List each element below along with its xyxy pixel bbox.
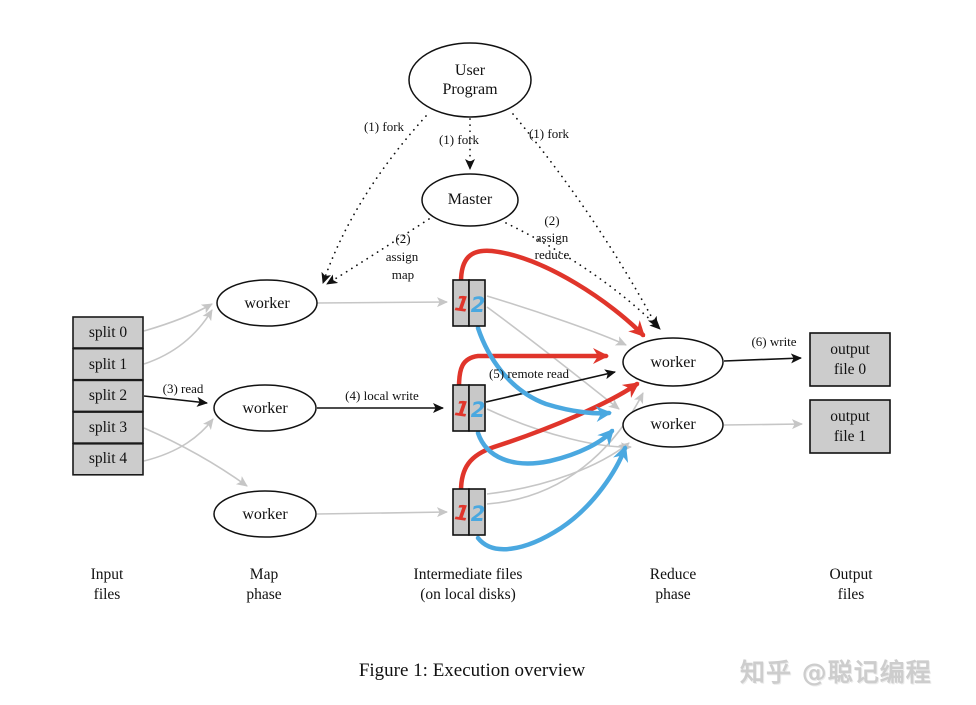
phase-output-line2: files [837,586,865,603]
blue-partition2-arrows [475,325,629,552]
phase-output-line1: Output [829,566,873,583]
output1-label-line2: file 1 [833,428,867,445]
split4-label: split 4 [88,450,128,467]
split0-box [72,316,144,349]
assign-reduce-label-line3: reduce [534,247,570,262]
red-arrow-ifile1-to-reduce1 [458,248,646,338]
arrow-write [723,353,802,364]
ifile3-cell2 [468,488,486,536]
dotted-control-arrows [321,113,661,330]
read-label: (3) read [162,381,204,396]
red-arrow-ifile2-to-reduce1 [456,348,609,390]
map-worker3-label: worker [242,506,288,523]
ifile1-mark1: 1 [453,291,471,317]
ifile1-cell2 [468,279,486,327]
arrow-ifile1-to-reduce1 [486,295,627,346]
arrow-split0-to-worker1 [143,303,213,332]
arrow-reduce2-to-output1 [723,419,803,430]
output-file-boxes [809,332,891,454]
assign-map-label-line3: map [391,267,415,282]
ifile2-mark1: 1 [453,396,471,422]
phase-input-line2: files [93,586,121,603]
split1-label: split 1 [88,355,128,373]
split2-box [72,379,144,413]
ifile2-cell2 [468,384,486,432]
blue-arrow-ifile2-to-reduce2 [475,428,615,466]
phase-reduce-line2: phase [655,586,691,603]
arrow-worker3-to-ifile3 [316,507,448,518]
arrow-remote-read [485,369,616,403]
phase-map-line2: phase [246,586,282,603]
user-program-label-line1: User [454,62,486,79]
blue-arrow-ifile3-to-reduce2 [475,445,629,552]
reduce-worker2-node [622,402,724,448]
watermark: 知乎 @聪记编程 [740,658,932,687]
process-nodes [213,42,724,538]
arrow-split3-to-worker3 [143,427,248,487]
split3-box [72,411,144,444]
split0-label: split 0 [88,324,128,341]
ifile1-mark2: 2 [471,293,486,317]
remote-read-label: (5) remote read [488,366,570,381]
fork-left-label: (1) fork [363,119,405,134]
output-file1-box [809,399,891,454]
local-write-label: (4) local write [345,388,419,403]
reduce-worker1-node [622,337,724,387]
assign-map-label-line1: (2) [395,231,411,246]
black-step-arrows [143,353,802,413]
arrow-split1-to-worker1 [143,309,213,365]
user-program-node [408,42,532,118]
output0-label-line1: output [830,341,870,358]
input-split-stack [72,316,144,476]
output1-label-line1: output [830,408,870,425]
partition-marks: 1 2 1 2 1 2 [453,291,485,526]
intermediate-file-boxes [452,279,486,536]
map-worker2-node [213,384,317,432]
reduce-worker1-label: worker [650,354,696,371]
red-partition1-arrows [456,248,646,494]
figure-caption: Figure 1: Execution overview [358,660,586,681]
arrow-ifile3-to-reduce2 [486,442,630,495]
output0-label-line2: file 0 [833,361,867,378]
split3-label: split 3 [88,418,128,436]
map-worker2-label: worker [242,400,288,417]
assign-reduce-label-line2: assign [535,230,569,245]
split2-label: split 2 [88,387,128,404]
phase-map-line1: Map [249,566,279,583]
blue-arrow-ifile1-to-reduce2 [475,325,612,423]
ifile3-mark1: 1 [453,500,471,526]
arrow-split4-to-worker2 [143,418,214,462]
master-label: Master [447,191,493,208]
master-node [421,173,519,227]
arrow-worker1-to-ifile1 [316,297,448,308]
output-file0-box [809,332,891,387]
map-worker1-node [216,279,318,327]
ifile2-mark2: 2 [471,398,486,422]
arrow-fork-to-worker1 [321,115,427,284]
split1-box [72,347,144,381]
fork-center-label: (1) fork [438,132,480,147]
red-arrow-ifile3-to-reduce1 [458,381,640,494]
fork-right-label: (1) fork [528,126,570,141]
phase-input-line1: Input [90,566,124,583]
arrow-assign-reduce [505,222,661,330]
write-label: (6) write [751,334,797,349]
phase-reduce-line1: Reduce [649,566,697,583]
user-program-label-line2: Program [442,81,498,98]
arrow-assign-map [326,218,430,285]
reduce-worker2-label: worker [650,416,696,433]
phase-intermediate-line2: (on local disks) [420,586,516,603]
ifile3-mark2: 2 [471,502,486,526]
arrow-read [143,395,208,407]
phase-intermediate-line1: Intermediate files [413,566,523,583]
split4-box [72,442,144,476]
map-worker3-node [213,490,317,538]
assign-reduce-label-line1: (2) [544,213,560,228]
arrow-fork-to-reduce1 [512,113,658,328]
map-worker1-label: worker [244,295,290,312]
assign-map-label-line2: assign [385,249,419,264]
